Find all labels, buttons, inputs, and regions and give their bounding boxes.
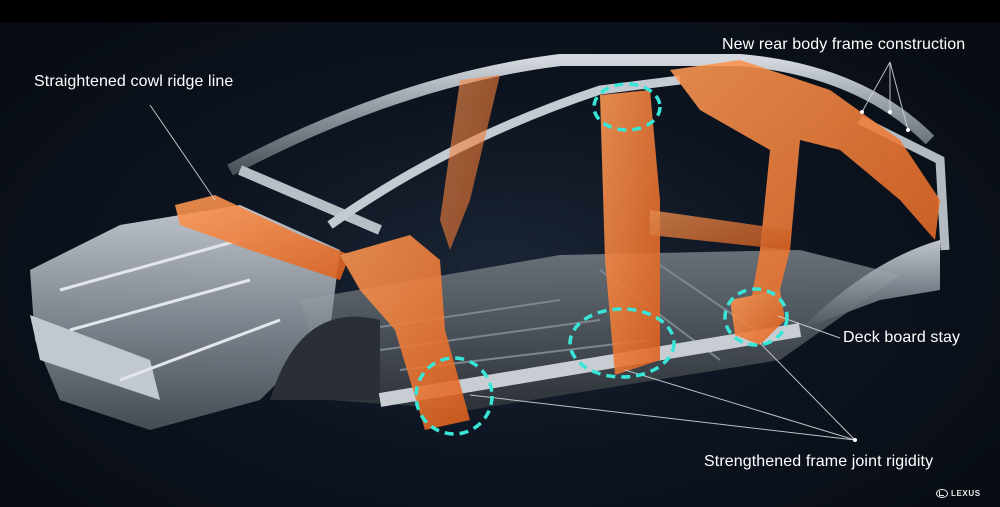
callout-rear-body-frame: New rear body frame construction: [722, 36, 966, 53]
callout-deck-board-stay: Deck board stay: [843, 329, 961, 346]
highlight-b-pillar-top: [592, 82, 662, 132]
highlight-a-pillar-base: [414, 356, 494, 436]
orange-reinforcements: [175, 60, 940, 430]
brand-name: LEXUS: [951, 489, 981, 498]
rear-cross-member: [650, 210, 790, 250]
deck-board-stay: [730, 290, 785, 345]
rear-body-frame: [670, 60, 940, 335]
windshield-frame: [238, 165, 382, 235]
roof-rail: [227, 54, 935, 176]
front-pillar-upper: [440, 75, 500, 250]
cowl-reinforcement: [175, 195, 350, 280]
highlight-b-pillar-base: [568, 307, 676, 379]
callout-cowl-ridge-line: Straightened cowl ridge line: [34, 73, 234, 90]
joint-highlight-circles: [414, 82, 789, 436]
brand-emblem-icon: [936, 489, 948, 498]
a-pillar-reinforcement: [340, 235, 470, 430]
b-pillar-reinforcement: [600, 90, 660, 375]
highlight-deck-board: [723, 287, 789, 347]
front-wheel-arch: [270, 316, 380, 400]
brand-logo: LEXUS: [936, 489, 981, 498]
leader-dots: [853, 110, 910, 442]
callout-frame-joint-rigidity: Strengthened frame joint rigidity: [704, 453, 934, 470]
leader-lines: [149, 61, 909, 441]
top-black-band: [0, 0, 1000, 22]
front-rails: [59, 238, 281, 382]
floor-ribs: [359, 264, 771, 371]
rear-quarter: [800, 240, 940, 330]
